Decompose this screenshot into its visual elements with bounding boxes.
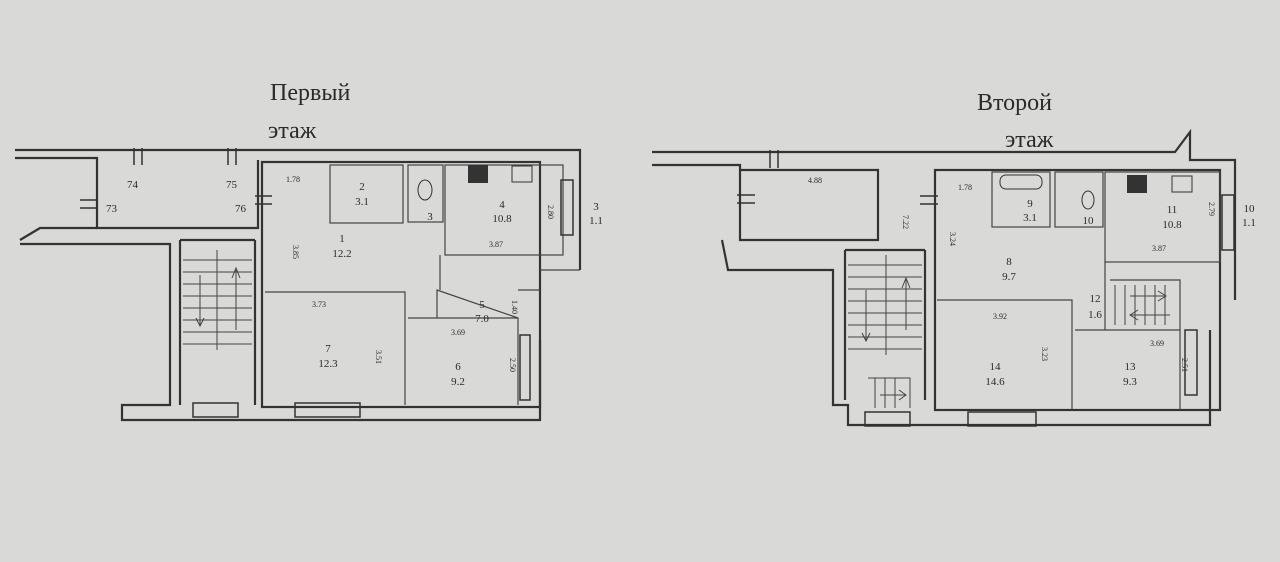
room-10b-area: 1.1 <box>1242 217 1256 229</box>
room-4-number: 4 <box>499 199 505 211</box>
floor-1-title: Первый <box>270 80 350 106</box>
room-3-number: 3 <box>427 211 433 223</box>
stove-icon <box>1127 175 1147 193</box>
room-2-number: 2 <box>359 181 365 193</box>
room-1-area: 12.2 <box>332 248 351 260</box>
stairs <box>848 255 1170 408</box>
floor-1-plan: Первый этаж <box>15 80 603 422</box>
floor-2-plan: Второй этаж <box>652 90 1256 427</box>
room-12-area: 1.6 <box>1088 309 1102 321</box>
dim: 7.22 <box>901 215 910 229</box>
walls <box>15 148 582 422</box>
room-6-number: 6 <box>455 361 461 373</box>
sink-icon <box>511 165 533 183</box>
room-9-number: 9 <box>1027 198 1033 210</box>
room-3b-number: 3 <box>593 201 599 213</box>
room-1-number: 1 <box>339 233 345 245</box>
room-12-number: 12 <box>1090 293 1101 305</box>
dim: 3.85 <box>291 245 300 259</box>
dim: 3.69 <box>451 328 465 337</box>
dim: 2.50 <box>508 358 517 372</box>
dim: 3.23 <box>1040 347 1049 361</box>
dim: 3.92 <box>993 312 1007 321</box>
room-76-label: 76 <box>235 203 247 215</box>
room-13-number: 13 <box>1125 361 1137 373</box>
stairs <box>183 250 252 350</box>
dim: 2.51 <box>1180 358 1189 372</box>
room-9-area: 3.1 <box>1023 212 1037 224</box>
dim: 3.69 <box>1150 339 1164 348</box>
room-10b-number: 10 <box>1244 203 1256 215</box>
dim: 3.87 <box>489 240 503 249</box>
room-73-label: 73 <box>106 203 118 215</box>
dimension-labels: 4.88 7.22 1.78 3.24 2.79 3.87 3.92 3.69 … <box>808 176 1216 372</box>
room-8-area: 9.7 <box>1002 271 1016 283</box>
dimension-labels: 1.78 3.85 2.80 3.87 1.40 3.73 3.69 3.51 … <box>286 175 555 372</box>
dim: 3.87 <box>1152 244 1166 253</box>
room-6-area: 9.2 <box>451 376 465 388</box>
dim: 3.73 <box>312 300 326 309</box>
room-5-number: 5 <box>479 299 485 311</box>
sink-icon <box>1171 175 1193 193</box>
dim: 1.78 <box>286 175 300 184</box>
floor-1-title-2: этаж <box>268 118 317 144</box>
fixtures <box>417 165 533 201</box>
room-10-number: 10 <box>1083 215 1095 227</box>
room-7-area: 12.3 <box>318 358 338 370</box>
room-4-area: 10.8 <box>492 213 512 225</box>
fixtures <box>999 174 1193 210</box>
room-labels: 2 3.1 3 4 10.8 3 1.1 1 12.2 5 7.0 7 12.3… <box>318 181 603 388</box>
room-11-number: 11 <box>1167 204 1178 216</box>
windows <box>737 150 1235 427</box>
room-7-number: 7 <box>325 343 331 355</box>
bathtub-icon <box>999 174 1043 190</box>
dim: 2.79 <box>1207 202 1216 216</box>
room-11-area: 10.8 <box>1162 219 1182 231</box>
room-13-area: 9.3 <box>1123 376 1137 388</box>
toilet-icon <box>1081 190 1095 210</box>
room-74-label: 74 <box>127 179 139 191</box>
dim: 2.80 <box>546 205 555 219</box>
dim: 3.51 <box>374 350 383 364</box>
room-14-area: 14.6 <box>985 376 1005 388</box>
dim: 3.24 <box>948 232 957 246</box>
dim: 4.88 <box>808 176 822 185</box>
room-75-label: 75 <box>226 179 238 191</box>
walls <box>652 128 1237 427</box>
toilet-icon <box>417 179 433 201</box>
floor-2-title-2: этаж <box>1005 127 1054 153</box>
dim: 1.40 <box>510 300 519 314</box>
room-14-number: 14 <box>990 361 1002 373</box>
room-3b-area: 1.1 <box>589 215 603 227</box>
dim: 1.78 <box>958 183 972 192</box>
room-2-area: 3.1 <box>355 196 369 208</box>
room-labels: 9 3.1 10 11 10.8 10 1.1 8 9.7 12 1.6 14 … <box>985 198 1256 388</box>
windows <box>80 148 574 418</box>
floor-2-title: Второй <box>977 90 1052 116</box>
stove-icon <box>468 165 488 183</box>
room-5-area: 7.0 <box>475 313 489 325</box>
room-8-number: 8 <box>1006 256 1012 268</box>
